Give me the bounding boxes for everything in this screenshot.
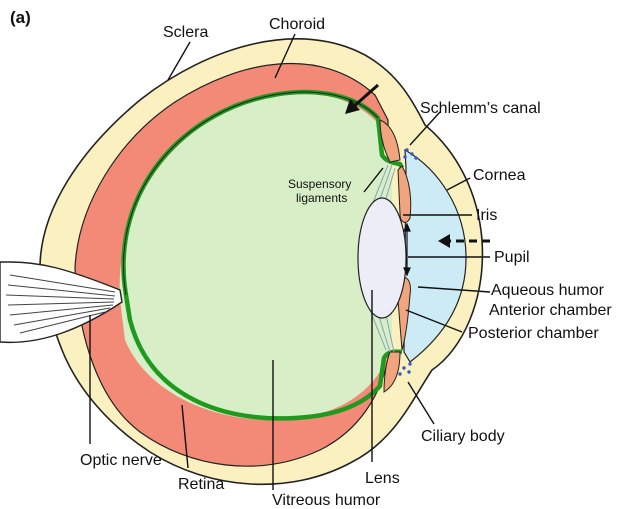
label-aqueous-humor: Aqueous humor (491, 282, 605, 299)
panel-label: (a) (10, 8, 31, 27)
label-anterior-chamber: Anterior chamber (489, 302, 612, 319)
label-iris: Iris (476, 207, 497, 224)
lens-shape (358, 198, 406, 318)
label-optic-nerve: Optic nerve (80, 452, 162, 469)
label-sclera: Sclera (163, 24, 208, 41)
label-retina: Retina (178, 476, 224, 493)
label-suspensory-ligaments-2: ligaments (296, 191, 347, 205)
label-schlemms-canal: Schlemm’s canal (420, 100, 541, 117)
label-posterior-chamber: Posterior chamber (468, 325, 599, 342)
label-vitreous-humor: Vitreous humor (272, 492, 381, 509)
label-lens: Lens (365, 470, 400, 487)
label-ciliary-body: Ciliary body (421, 428, 505, 445)
label-cornea: Cornea (473, 167, 526, 184)
label-suspensory-ligaments-1: Suspensory (288, 177, 351, 191)
label-pupil: Pupil (494, 249, 530, 266)
label-choroid: Choroid (269, 16, 325, 33)
